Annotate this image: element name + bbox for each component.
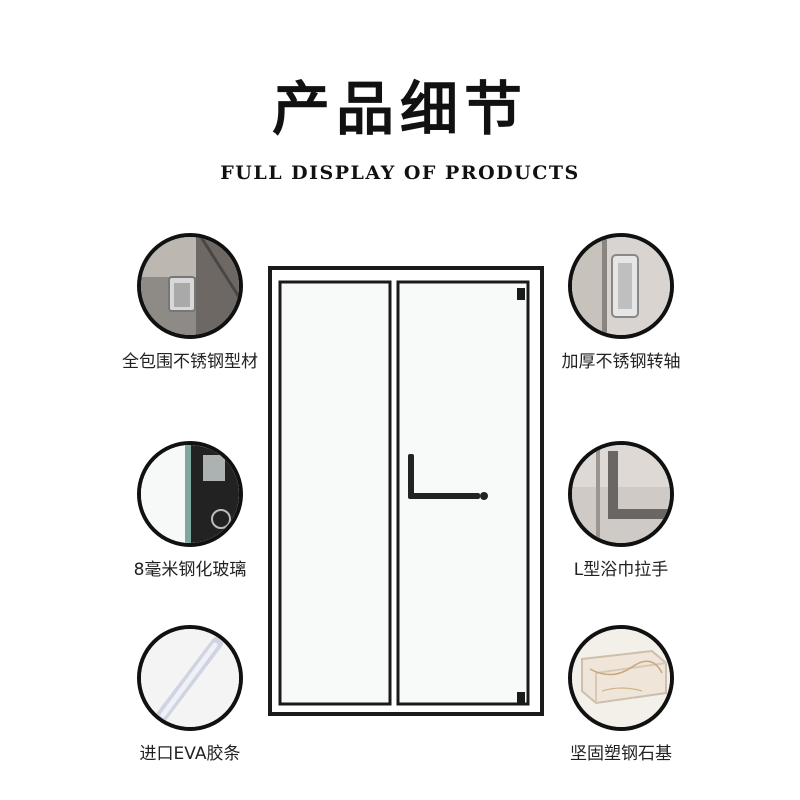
page-title: 产品细节 (271, 75, 528, 143)
bottom-hinge (517, 692, 525, 704)
feature-label: 坚固塑钢石基 (570, 744, 672, 764)
feature-label: L型浴巾拉手 (573, 560, 669, 580)
fixed-panel-frame (278, 280, 392, 706)
pivot-hinge-icon (568, 233, 674, 339)
feature-eva-strip: 进口EVA胶条 (90, 625, 290, 764)
tempered-glass-icon (137, 441, 243, 547)
feature-frame-profile: 全包围不锈钢型材 (90, 233, 290, 372)
feature-label: 进口EVA胶条 (139, 744, 241, 764)
top-hinge (517, 288, 525, 300)
shower-door-illustration (268, 266, 544, 716)
feature-label: 全包围不锈钢型材 (122, 352, 258, 372)
feature-l-handle: L型浴巾拉手 (521, 441, 721, 580)
feature-label: 8毫米钢化玻璃 (133, 560, 247, 580)
eva-strip-icon (137, 625, 243, 731)
frame-profile-icon (137, 233, 243, 339)
l-handle-vertical (408, 454, 414, 498)
stone-base-icon (568, 625, 674, 731)
l-handle-horizontal (408, 493, 480, 499)
feature-tempered-glass: 8毫米钢化玻璃 (90, 441, 290, 580)
l-handle-icon (568, 441, 674, 547)
feature-label: 加厚不锈钢转轴 (561, 352, 681, 372)
l-handle-knob (480, 492, 488, 500)
feature-stone-base: 坚固塑钢石基 (521, 625, 721, 764)
page-subtitle: FULL DISPLAY OF PRODUCTS (220, 162, 580, 184)
feature-pivot-hinge: 加厚不锈钢转轴 (521, 233, 721, 372)
